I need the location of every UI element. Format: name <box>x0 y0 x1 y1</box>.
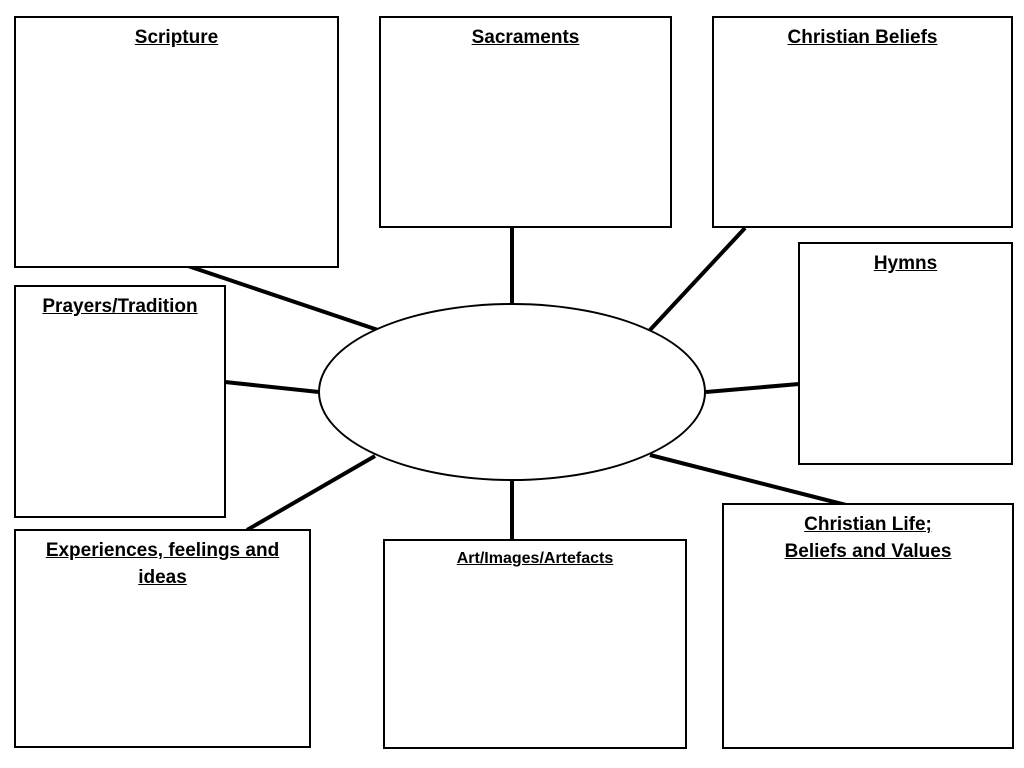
connector-experiences <box>245 454 377 532</box>
prayers-tradition-box[interactable]: Prayers/Tradition <box>14 285 226 518</box>
christian-life-title: Christian Life; Beliefs and Values <box>784 514 952 562</box>
hymns-title: Hymns <box>873 253 938 274</box>
scripture-title: Scripture <box>134 27 219 48</box>
connector-christian-beliefs <box>648 226 747 332</box>
connector-scripture <box>187 264 379 332</box>
center-oval[interactable] <box>318 303 706 481</box>
sacraments-title: Sacraments <box>471 27 580 48</box>
experiences-box[interactable]: Experiences, feelings and ideas <box>14 529 311 748</box>
hymns-box[interactable]: Hymns <box>798 242 1013 465</box>
christian-life-box[interactable]: Christian Life; Beliefs and Values <box>722 503 1014 749</box>
connector-prayers <box>224 380 320 394</box>
scripture-box[interactable]: Scripture <box>14 16 339 268</box>
experiences-title: Experiences, feelings and ideas <box>45 540 280 588</box>
connector-hymns <box>705 382 800 394</box>
art-images-artefacts-title: Art/Images/Artefacts <box>456 550 614 567</box>
sacraments-box[interactable]: Sacraments <box>379 16 672 228</box>
prayers-tradition-title: Prayers/Tradition <box>42 296 198 317</box>
art-images-artefacts-box[interactable]: Art/Images/Artefacts <box>383 539 687 749</box>
christian-beliefs-box[interactable]: Christian Beliefs <box>712 16 1013 228</box>
connector-christian-life <box>649 453 847 507</box>
christian-beliefs-title: Christian Beliefs <box>787 27 938 48</box>
